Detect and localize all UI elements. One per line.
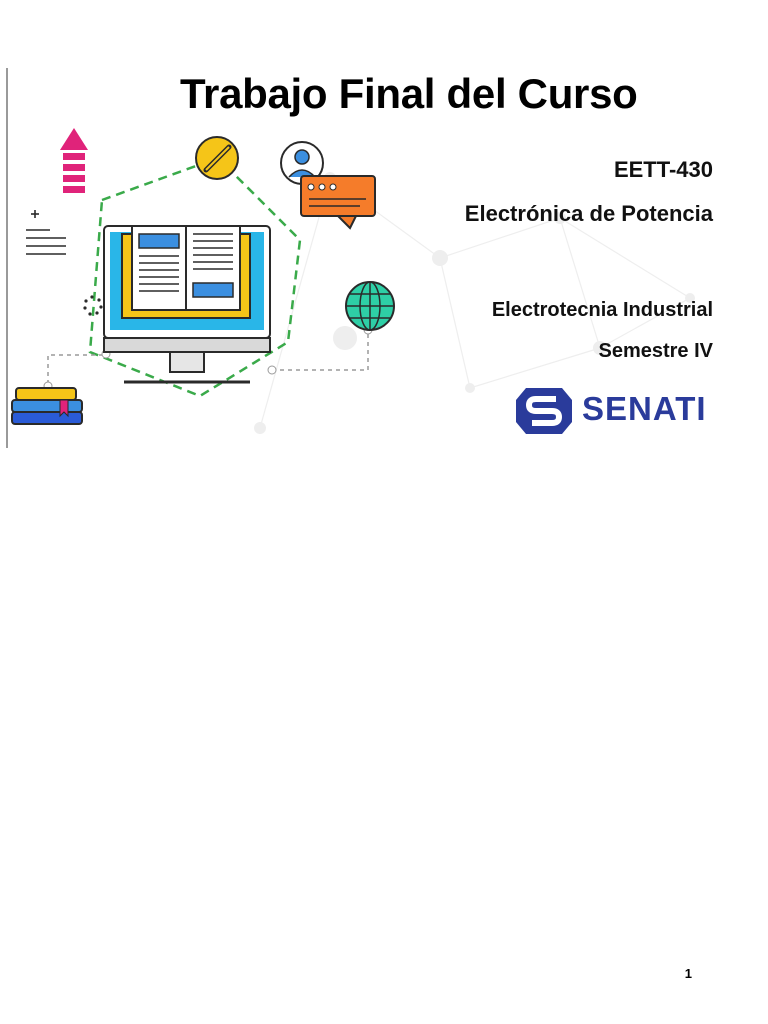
course-code: EETT-430 <box>613 157 713 182</box>
loading-icon <box>83 295 103 316</box>
computer-book-icon <box>103 225 271 384</box>
career-name: Electrotecnia Industrial <box>491 299 713 321</box>
senati-logo-text: SENATI <box>582 390 707 427</box>
books-icon <box>11 387 83 425</box>
page-edge-line <box>6 68 8 448</box>
semester-label: Semestre IV <box>598 340 713 362</box>
document-title: Trabajo Final del Curso <box>180 70 638 117</box>
arrow-up-icon <box>60 128 88 193</box>
user-icon <box>280 141 324 185</box>
page-number: 1 <box>684 966 692 981</box>
chat-bubble-icon <box>300 175 376 230</box>
text-lines-icon <box>26 210 66 255</box>
globe-icon <box>345 281 395 331</box>
senati-logo-mark <box>516 388 572 434</box>
course-name: Electrónica de Potencia <box>464 201 713 226</box>
pencil-icon <box>195 136 239 180</box>
senati-logo: SENATI <box>514 386 714 436</box>
course-illustration <box>11 128 395 425</box>
